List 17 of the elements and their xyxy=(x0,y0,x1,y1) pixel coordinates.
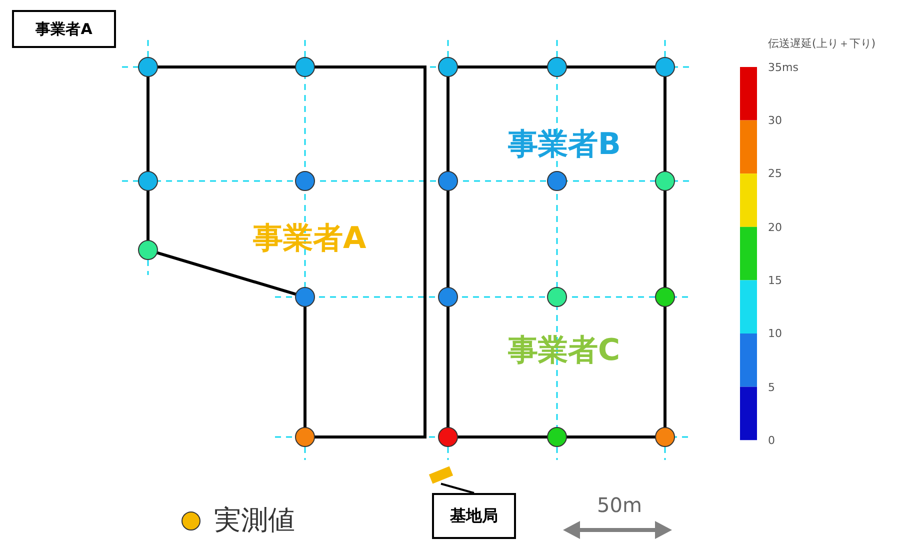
scale-tick-label: 10 xyxy=(768,327,782,340)
scale-tick-label: 0 xyxy=(768,434,775,447)
scale-distance-label: 50m xyxy=(597,493,642,517)
region-label: 事業者A xyxy=(253,220,366,258)
scale-tick-label: 35ms xyxy=(768,61,798,74)
callout-box: 基地局 xyxy=(432,493,516,539)
scale-tick-label: 5 xyxy=(768,381,775,394)
legend-text: 実測値 xyxy=(214,504,295,538)
scale-tick-label: 20 xyxy=(768,221,782,234)
title-box: 事業者A xyxy=(12,10,116,48)
region-label: 事業者C xyxy=(508,332,620,370)
region-label: 事業者B xyxy=(508,126,621,164)
scale-title: 伝送遅延(上り＋下り) xyxy=(768,36,876,51)
scale-tick-label: 30 xyxy=(768,114,782,127)
base-station-marker xyxy=(428,466,454,484)
scale-tick-label: 15 xyxy=(768,274,782,287)
scale-tick-label: 25 xyxy=(768,167,782,180)
